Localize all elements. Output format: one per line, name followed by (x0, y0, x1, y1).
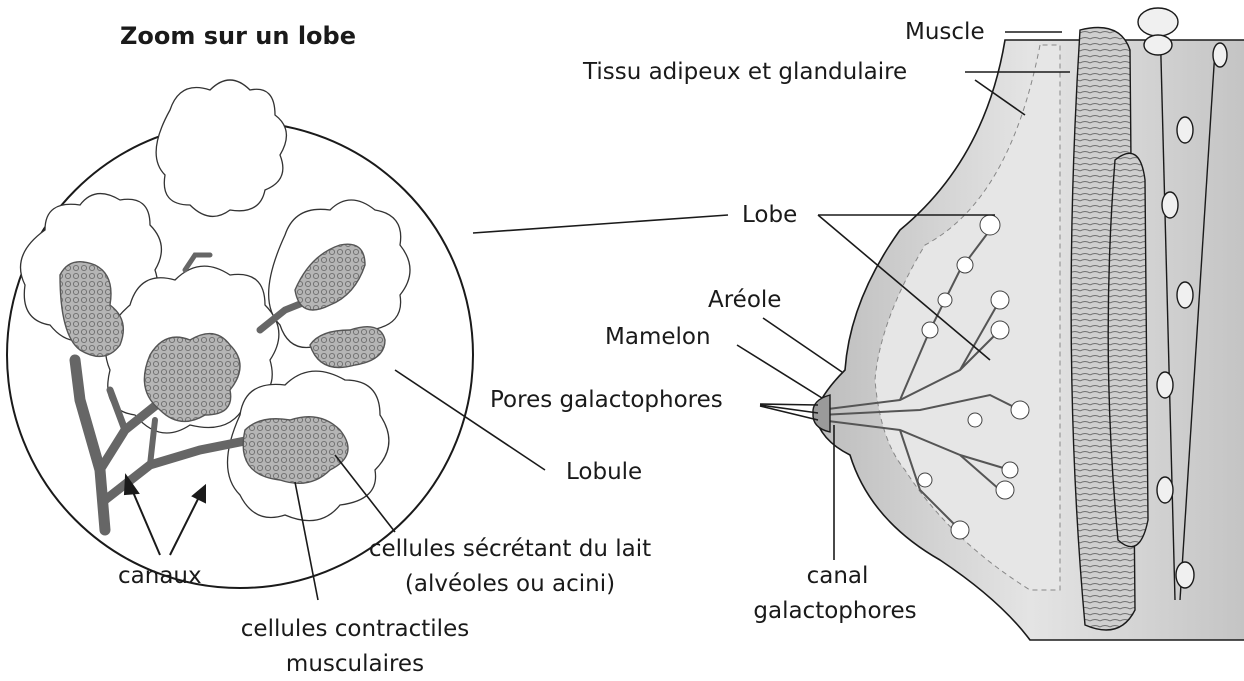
breast-cross-section (813, 8, 1244, 640)
zoom-connector-line (473, 215, 728, 233)
label-canal-line1: canal (770, 562, 905, 590)
label-canal-line2: galactophores (745, 597, 925, 625)
label-secretant-line1: cellules sécrétant du lait (340, 535, 680, 563)
rib-section (1108, 153, 1148, 546)
label-tissu-adipeux: Tissu adipeux et glandulaire (583, 58, 907, 86)
label-muscle: Muscle (905, 18, 985, 46)
label-pores-galactophores: Pores galactophores (490, 386, 723, 414)
label-secretant-line2: (alvéoles ou acini) (340, 570, 680, 598)
zoom-lobe-illustration (7, 80, 473, 588)
label-lobule: Lobule (566, 458, 642, 486)
nipple (813, 395, 830, 432)
label-contractiles-line2: musculaires (210, 650, 500, 678)
label-contractiles-line1: cellules contractiles (210, 615, 500, 643)
zoom-title: Zoom sur un lobe (120, 22, 356, 50)
label-mamelon: Mamelon (605, 323, 711, 351)
label-areole: Aréole (708, 286, 781, 314)
label-lobe: Lobe (742, 201, 797, 229)
label-canaux: canaux (118, 562, 202, 590)
